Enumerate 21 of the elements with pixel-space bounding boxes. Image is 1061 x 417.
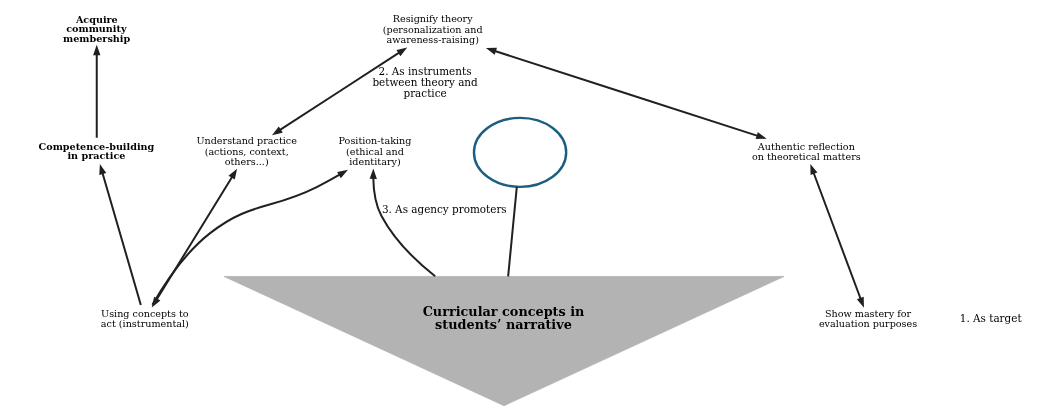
- node-text: Resignify theory (personalization and awareness-raising): [382, 13, 483, 46]
- arrow: [99, 163, 142, 306]
- node-text: Understand practice (actions, context, others...): [196, 135, 297, 168]
- arrow: [93, 44, 101, 139]
- node-text: Show mastery for evaluation purposes: [818, 307, 918, 330]
- arrow: [151, 168, 238, 308]
- edge-label: 3. As agency promoters: [381, 202, 507, 215]
- arrow: [485, 47, 767, 140]
- arrow: [369, 168, 437, 278]
- edge-label: 2. As instruments between theory and practice: [372, 64, 478, 100]
- node-text: Authentic reflection on theoretical matters: [751, 140, 861, 163]
- node-text: Position-taking (ethical and identitary): [338, 135, 412, 168]
- node-circle: [472, 116, 568, 189]
- arrow: [810, 164, 864, 308]
- node-text: Using concepts to act (instrumental): [100, 307, 189, 330]
- label: 1. As target: [959, 312, 1022, 325]
- arrow: [271, 47, 408, 136]
- node-text: Acquire community membership: [63, 13, 131, 44]
- connector: [507, 185, 518, 278]
- node-text: Competence-building in practice: [38, 140, 155, 162]
- arrow: [151, 169, 348, 306]
